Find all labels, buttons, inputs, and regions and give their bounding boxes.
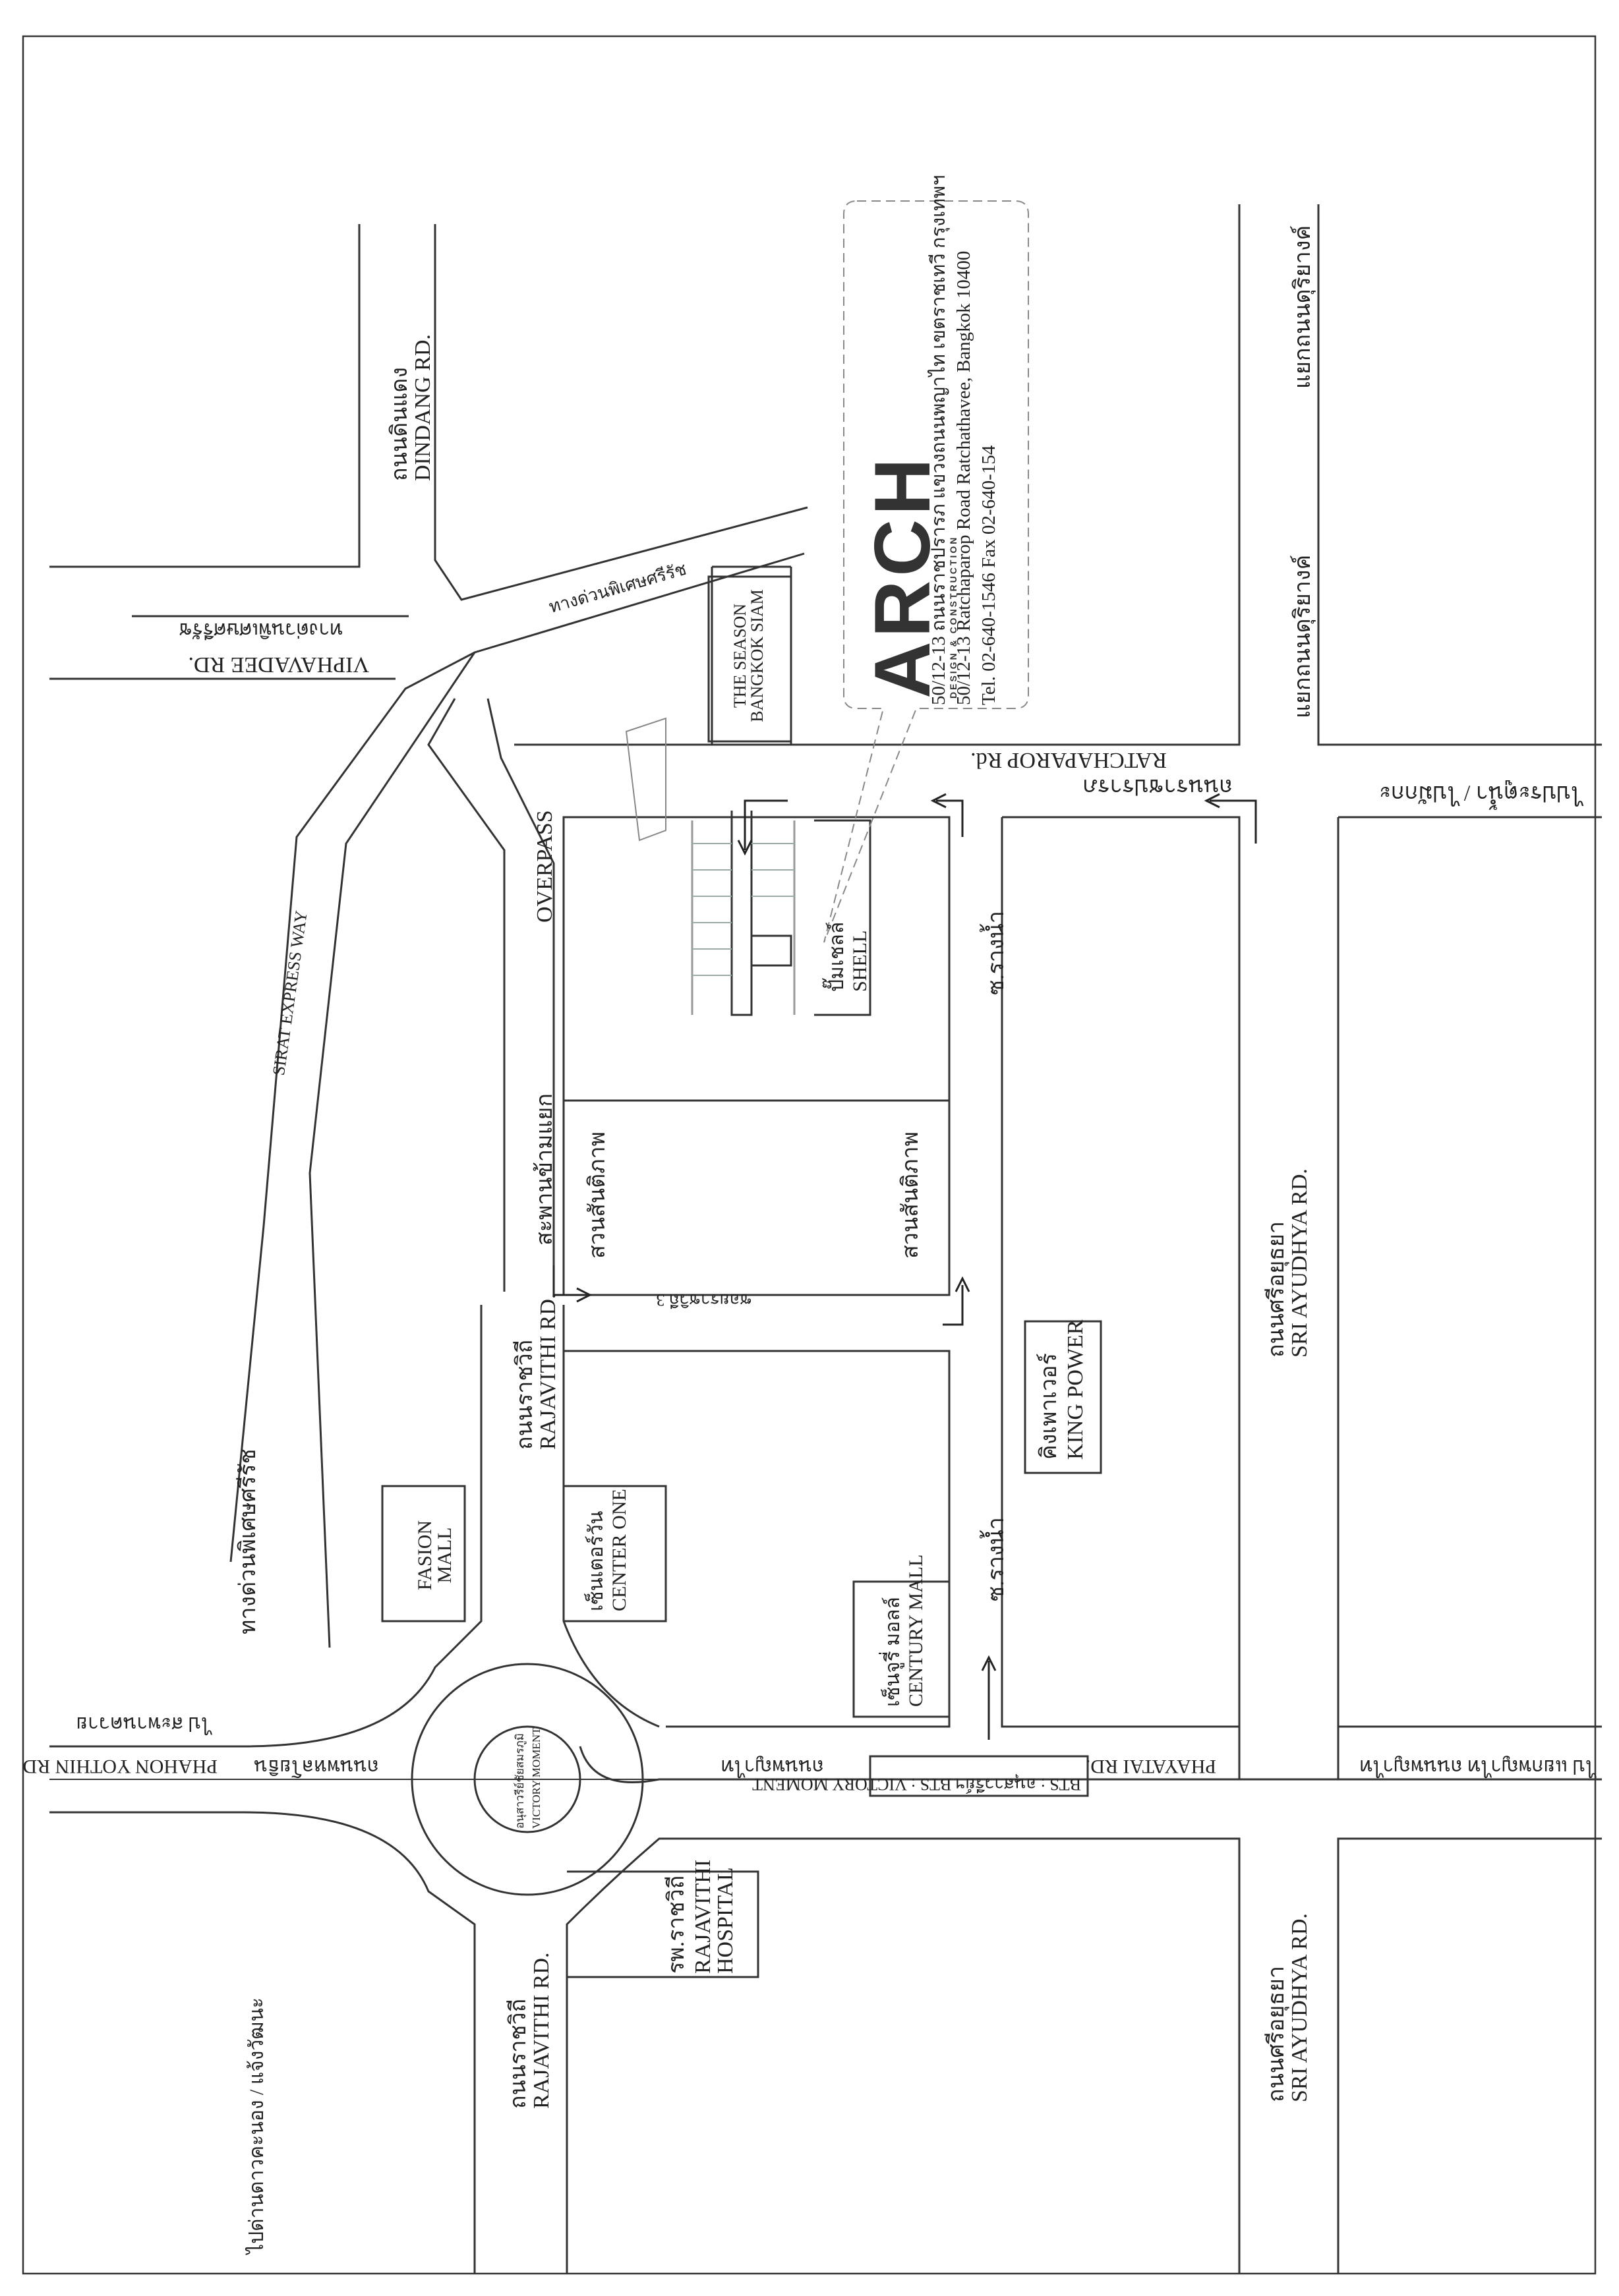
label-junction-north: แยกถนนดุริยางค์ bbox=[1291, 225, 1315, 389]
road-dindang-left bbox=[49, 224, 361, 568]
road-ratchaparop-east bbox=[1317, 204, 1602, 746]
label-vibhavadee-en: VIPHAVADEE RD. bbox=[188, 652, 369, 677]
address-english: 50/12-13 Ratchaparop Road Ratchathavee, … bbox=[953, 250, 974, 705]
label-century-th: เซ็นจูรี่ มอลล์ bbox=[882, 1597, 904, 1707]
label-hospital-th: รพ.ราชวิถี bbox=[664, 1875, 689, 1974]
label-king-power-th: คิงเพาเวอร์ bbox=[1037, 1353, 1061, 1460]
label-king-power-en: KING POWER bbox=[1063, 1319, 1088, 1460]
box-hospital bbox=[567, 1870, 759, 1978]
arch-callout bbox=[823, 200, 1029, 943]
label-ratchaparop-th: ถนนราชปรารภ bbox=[1082, 774, 1233, 799]
label-to-pratunam: ไปประตูน้ำ / ไปมักกะ bbox=[1378, 781, 1582, 805]
label-expressway-th: ทางด่วนพิเศษศรีรัช bbox=[236, 1449, 260, 1634]
expressway-mid bbox=[309, 652, 476, 1648]
road-north-block bbox=[514, 204, 1241, 746]
label-phayatai-th: ถนนพญาไท bbox=[721, 1756, 824, 1777]
label-park-1: สวนสันติภาพ bbox=[585, 1131, 610, 1259]
label-soi-rajavithi-3: ซอยราชวิถี 3 bbox=[656, 1290, 751, 1309]
map-frame bbox=[22, 35, 1597, 2275]
road-sri-ayudhya-west bbox=[1002, 816, 1241, 1779]
arrow-entry bbox=[744, 799, 788, 850]
label-center-one-en: CENTER ONE bbox=[608, 1489, 630, 1611]
box-season bbox=[707, 575, 792, 743]
label-rajavithi-th2: ถนนราชวิถี bbox=[506, 1998, 531, 2109]
label-vibhavadee-th2: ทางด่วนพิเศษศรีรัช bbox=[179, 619, 343, 641]
label-victory-en: VICTORY MOMENT bbox=[530, 1727, 543, 1829]
company-address: 50/12-13 ถนนราชปรารภ แขวงถนนพญาไท เขตราช… bbox=[926, 175, 1001, 705]
label-center-one-th: เซ็นเตอร์วัน bbox=[585, 1510, 607, 1611]
label-soi-rangnam-1: ซ.รางน้ำ bbox=[984, 911, 1009, 995]
label-phayatai-th2: ไป แยกพญาไท ถนนพญาไท bbox=[1359, 1756, 1595, 1777]
label-victory-th: อนุสาวรีย์ชัยสมรภูมิ bbox=[514, 1733, 526, 1829]
label-rajavithi-en: RAJAVITHI RD. bbox=[536, 1293, 560, 1450]
label-rajavithi-en2: RAJAVITHI RD. bbox=[529, 1952, 554, 2109]
label-junction-south: แยกถนนดุริยางค์ bbox=[1291, 554, 1315, 718]
label-fashion-mall: FASION MALL bbox=[414, 1520, 456, 1591]
label-hospital-en: RAJAVITHI HOSPITAL bbox=[691, 1859, 738, 1974]
label-overpass: OVERPASS bbox=[533, 810, 557, 923]
label-phahon-th: ไป สะพานควาย bbox=[76, 1713, 211, 1735]
label-sri-ayudhya-en: SRI AYUDHYA RD. bbox=[1287, 1168, 1312, 1358]
box-king-power bbox=[1024, 1320, 1102, 1474]
label-shell-en: SHELL bbox=[849, 930, 871, 992]
label-park-2: สวนสันติภาพ bbox=[898, 1131, 923, 1259]
label-century-en: CENTURY MALL bbox=[905, 1554, 927, 1707]
label-dindang-th: ถนนดินแดง bbox=[388, 367, 412, 481]
label-phahon-th2: ถนนพหลโยธิน bbox=[254, 1756, 379, 1777]
pointer-shape bbox=[625, 717, 666, 842]
label-phahon-en: PHAHON YOTHIN RD bbox=[22, 1756, 218, 1777]
label-sri-ayudhya-th: ถนนศรีอยุธยา bbox=[1264, 1220, 1289, 1358]
overpass-east bbox=[486, 698, 555, 1292]
box-center-one bbox=[564, 1485, 667, 1622]
road-dindang-right bbox=[434, 224, 808, 601]
block-shell-park bbox=[562, 816, 951, 1296]
expressway-west-edge bbox=[229, 552, 805, 1563]
label-ratchaparop-en: RATCHAPAROP Rd. bbox=[970, 748, 1167, 772]
shell-building bbox=[750, 934, 792, 967]
label-dindang-en: DINDANG RD. bbox=[411, 334, 435, 481]
overpass-west bbox=[427, 698, 506, 1292]
box-fashion-mall bbox=[381, 1485, 466, 1622]
label-shell-th: ปั๊มเชลล์ bbox=[826, 921, 848, 992]
address-thai: 50/12-13 ถนนราชปรารภ แขวงถนนพญาไท เขตราช… bbox=[928, 175, 949, 705]
label-bts: BTS : อนุสาวรีย์ฯ BTS : VICTORY MOMENT bbox=[752, 1775, 1081, 1794]
label-to-din-daeng: ไปด่านดาวคะนอง / แจ้งวัฒนะ bbox=[246, 1997, 268, 2254]
box-century bbox=[852, 1580, 951, 1718]
block-king-power bbox=[1001, 817, 1239, 1728]
label-phayatai-en: PHAYATAI RD. bbox=[1085, 1756, 1216, 1777]
contact-numbers: Tel. 02-640-1546 Fax 02-640-154 bbox=[978, 445, 999, 705]
label-sri-ayudhya-th2: ถนนศรีอยุธยา bbox=[1264, 1965, 1289, 2102]
block-south bbox=[564, 1350, 951, 1728]
label-soi-rangnam-2: ซ.รางน้ำ bbox=[984, 1517, 1009, 1601]
label-season-siam: THE SEASON BANGKOK SIAM bbox=[730, 589, 767, 722]
label-rajavithi-th: ถนนราชวิถี bbox=[513, 1339, 537, 1450]
label-overpass-th: สะพานข้ามแยก bbox=[533, 1093, 557, 1246]
bts-box bbox=[869, 1755, 1089, 1797]
label-sri-ayudhya-en2: SRI AYUDHYA RD. bbox=[1287, 1913, 1312, 2102]
